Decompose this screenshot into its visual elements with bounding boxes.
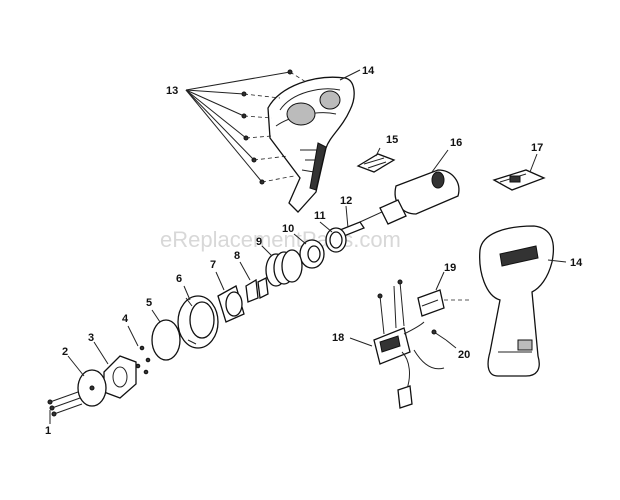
callout-12: 12 [340, 195, 352, 207]
callout-14-right: 14 [570, 257, 583, 269]
washer-part-11 [319, 221, 347, 253]
callout-19: 19 [444, 262, 456, 274]
callout-4: 4 [122, 313, 129, 325]
callout-10: 10 [282, 223, 294, 235]
springs-part-9 [261, 245, 303, 287]
callout-8: 8 [234, 250, 240, 262]
motor-part-16 [359, 149, 460, 225]
switch-part-17 [492, 153, 546, 191]
callout-14-top: 14 [362, 65, 375, 77]
screws-part-1 [47, 391, 83, 424]
callout-2: 2 [62, 346, 68, 358]
callout-9: 9 [256, 236, 262, 248]
callout-6: 6 [176, 273, 182, 285]
sleeve-part-6 [177, 285, 219, 349]
bearing-part-10 [293, 233, 325, 269]
housing-half-left [267, 76, 355, 213]
battery-part-18 [349, 279, 445, 409]
callout-20: 20 [458, 349, 470, 361]
callout-1: 1 [45, 425, 51, 437]
leader-14-top [339, 69, 361, 81]
housing-half-right [479, 225, 567, 377]
screw-part-20 [431, 329, 457, 349]
callout-15: 15 [386, 134, 398, 146]
pins-part-8 [239, 261, 269, 303]
callout-18: 18 [332, 332, 344, 344]
clutch-part-7 [215, 271, 245, 323]
callout-5: 5 [146, 297, 152, 309]
watermark: eReplacementParts.com [160, 227, 401, 252]
callout-16: 16 [450, 137, 462, 149]
callout-3: 3 [88, 332, 94, 344]
callout-11: 11 [314, 210, 326, 222]
leaders-13 [185, 71, 291, 183]
callout-7: 7 [210, 259, 216, 271]
callout-13: 13 [166, 85, 178, 97]
bracket-part-15 [356, 147, 396, 173]
terminal-part-19 [417, 271, 470, 317]
oring-part-5 [151, 309, 181, 361]
callout-17: 17 [531, 142, 543, 154]
end-plate-part-2 [67, 355, 107, 407]
